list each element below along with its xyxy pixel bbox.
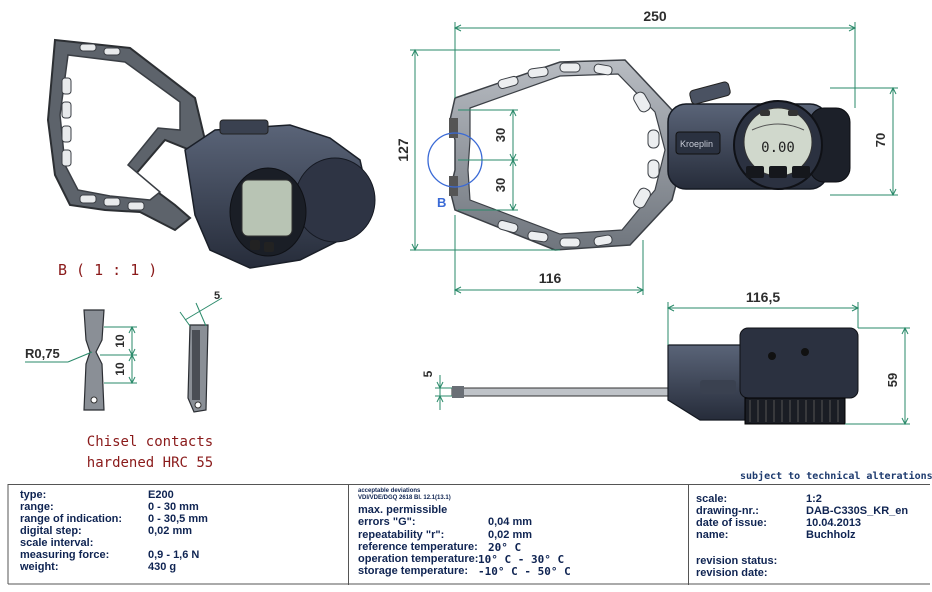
chisel-line-1: Chisel contacts (87, 434, 213, 450)
dim-116-5: 116,5 (746, 289, 780, 305)
info-label: revision date: (696, 567, 768, 579)
title-block: type: E200 range: 0 - 30 mm range of ind… (8, 484, 930, 585)
info-label: revision status: (696, 555, 778, 567)
detail-marker-b: B (437, 195, 446, 210)
spec-value: 0 - 30,5 mm (148, 513, 208, 525)
dim-127: 127 (395, 138, 411, 162)
dim-radius: R0,75 (25, 346, 60, 361)
info-value: DAB-C330S_KR_en (806, 505, 909, 517)
subject-note: subject to technical alterations (740, 471, 932, 482)
deviation-value: 0,02 mm (488, 529, 533, 541)
deviation-value: 10° C - 30° C (478, 553, 565, 566)
deviation-header-2: VDI/VDE/DGQ 2618 Bl. 12.1(13.1) (358, 495, 451, 501)
deviation-label: operation temperature: (358, 553, 479, 565)
dim-5-side: 5 (421, 370, 435, 377)
detail-title: B ( 1 : 1 ) (58, 261, 157, 279)
spec-value: 0 - 30 mm (148, 501, 199, 513)
spec-label: measuring force: (20, 549, 110, 561)
deviation-column: acceptable deviations VDI/VDE/DGQ 2618 B… (348, 485, 689, 585)
spec-value: 0,02 mm (148, 525, 193, 537)
spec-label: type: (20, 489, 47, 501)
deviation-value: 0,04 mm (488, 516, 533, 528)
info-label: scale: (696, 493, 728, 505)
detail-b-view: B ( 1 : 1 ) R0,75 10 10 (25, 261, 223, 471)
spec-label: range of indication: (20, 513, 123, 525)
deviation-label: repeatability "r": (358, 529, 445, 541)
side-gauge-view: 116,5 59 5 (421, 289, 910, 426)
dim-10-lower: 10 (113, 362, 127, 376)
deviation-value: -10° C - 50° C (478, 565, 571, 578)
deviation-label: reference temperature: (358, 541, 478, 553)
dim-116: 116 (539, 270, 562, 286)
info-value: 10.04.2013 (806, 517, 862, 529)
info-label: date of issue: (696, 517, 767, 529)
dim-250: 250 (643, 8, 667, 24)
spec-label: digital step: (20, 525, 82, 537)
info-label: name: (696, 529, 729, 541)
deviation-label: errors "G": (358, 516, 416, 528)
brand-label: Kroeplin (680, 139, 713, 149)
spec-label: weight: (20, 561, 59, 573)
deviation-header-1: acceptable deviations (358, 488, 421, 494)
info-value: Buchholz (806, 529, 856, 541)
deviation-value: 20° C (488, 541, 522, 554)
spec-label: scale interval: (20, 537, 94, 549)
spec-value: E200 (148, 489, 174, 501)
dim-5-detail: 5 (214, 290, 220, 302)
spec-column: type: E200 range: 0 - 30 mm range of ind… (8, 485, 349, 585)
deviation-label: storage temperature: (358, 565, 469, 577)
dim-59: 59 (885, 373, 900, 387)
info-value: 1:2 (806, 493, 822, 505)
max-permissible: max. permissible (358, 504, 448, 516)
display-value: 0.00 (761, 140, 795, 156)
spec-label: range: (20, 501, 54, 513)
drawing-info-column: scale: 1:2 drawing-nr.: DAB-C330S_KR_en … (688, 485, 929, 585)
spec-value: 0,9 - 1,6 N (148, 549, 200, 561)
isometric-gauge-view (46, 38, 376, 269)
spec-value: 430 g (148, 561, 177, 573)
chisel-line-2: hardened HRC 55 (87, 455, 213, 471)
front-gauge-view: Kroeplin 0.00 B 250 127 (395, 8, 898, 295)
dim-30-upper: 30 (493, 128, 508, 142)
dim-10-upper: 10 (113, 334, 127, 348)
dim-70: 70 (873, 133, 888, 147)
dim-30-lower: 30 (493, 178, 508, 192)
info-label: drawing-nr.: (696, 505, 759, 517)
